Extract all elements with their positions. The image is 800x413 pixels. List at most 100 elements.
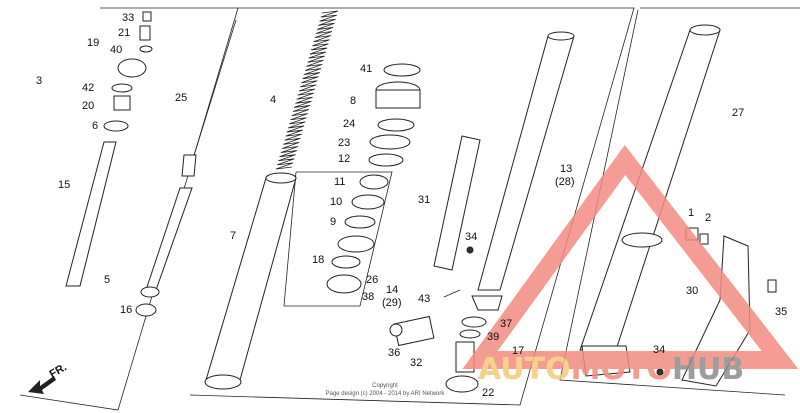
callout-22: 22 <box>482 387 494 399</box>
callout-30: 30 <box>686 285 698 297</box>
callout-24: 24 <box>343 118 355 130</box>
seal-38 <box>326 274 362 294</box>
callout-43: 43 <box>418 293 430 305</box>
bolt-35 <box>767 279 777 293</box>
ring-18 <box>331 255 361 269</box>
slider-band <box>621 232 663 248</box>
frame-main <box>189 7 635 406</box>
callout-17: 17 <box>512 345 524 357</box>
copyright-text: Page design (c) 2004 - 2014 by ARI Netwo… <box>326 391 446 397</box>
outer-tube-7 <box>205 177 297 381</box>
clip-24 <box>377 118 415 132</box>
seat-6 <box>103 120 129 132</box>
callout-3: 3 <box>36 75 42 87</box>
frame-inner <box>283 171 393 307</box>
dust-seal-body-8 <box>375 89 421 109</box>
axle-holder <box>471 295 503 311</box>
ring-5 <box>140 286 160 298</box>
callout-41: 41 <box>360 63 372 75</box>
callout-26: 26 <box>366 274 378 286</box>
callout-10: 10 <box>330 196 342 208</box>
callout-labels: 33 21 19 40 3 42 20 6 15 25 5 16 4 7 41 … <box>36 12 787 399</box>
callout-7: 7 <box>230 230 236 242</box>
right-parts <box>579 24 777 387</box>
cylinder-5 <box>145 187 193 291</box>
guard-31 <box>433 135 481 271</box>
watermark-moto: MOTO <box>571 352 672 387</box>
callout-25: 25 <box>175 92 187 104</box>
spacer-20 <box>113 95 131 111</box>
callout-4: 4 <box>270 94 276 106</box>
oring-42 <box>111 83 133 93</box>
callout-40: 40 <box>110 44 122 56</box>
callout-37: 37 <box>500 318 512 330</box>
clip-2 <box>699 233 709 245</box>
piece-16 <box>135 303 157 317</box>
watermark-auto: AUTO <box>478 352 571 387</box>
callout-19: 19 <box>87 37 99 49</box>
callout-34b: 34 <box>653 344 665 356</box>
bushing-11 <box>359 174 389 190</box>
callout-38: 38 <box>362 291 374 303</box>
callout-6: 6 <box>92 120 98 132</box>
bolt-33 <box>142 11 152 22</box>
tube-bottom-7 <box>204 374 242 390</box>
callout-28: (28) <box>555 176 575 188</box>
callout-20: 20 <box>82 100 94 112</box>
nut-36 <box>389 323 403 337</box>
bolt-43 <box>443 289 461 298</box>
frame-right <box>559 9 786 396</box>
valve-21 <box>139 25 151 41</box>
inner-tube-top <box>547 31 575 41</box>
callout-1: 1 <box>688 207 694 219</box>
callout-16: 16 <box>120 304 132 316</box>
rod-end-25 <box>181 154 197 177</box>
spring-4 <box>275 10 339 170</box>
callout-18: 18 <box>312 254 324 266</box>
bushing-10 <box>351 194 385 210</box>
callout-13: 13 <box>560 163 572 175</box>
seal-26 <box>337 235 375 253</box>
callout-36: 36 <box>388 347 400 359</box>
washer-9 <box>344 215 376 229</box>
arrow-icon <box>28 376 56 394</box>
callout-32: 32 <box>410 357 422 369</box>
tube-15 <box>65 141 117 287</box>
callout-11: 11 <box>334 176 345 188</box>
seal-parts <box>326 63 461 298</box>
spring-and-tube <box>204 10 339 390</box>
washer-12 <box>368 153 404 167</box>
callout-33: 33 <box>122 12 134 24</box>
callout-2: 2 <box>705 212 711 224</box>
cap-19 <box>117 58 147 78</box>
callout-29: (29) <box>382 297 402 309</box>
guard-30 <box>681 235 751 387</box>
callout-39: 39 <box>487 331 499 343</box>
rod-25 <box>191 19 237 163</box>
direction-label: FR. <box>48 361 69 380</box>
callout-12: 12 <box>338 153 350 165</box>
callout-31: 31 <box>418 194 430 206</box>
oil-seal-23 <box>369 134 411 150</box>
oring-39 <box>459 329 481 339</box>
left-parts <box>65 11 237 317</box>
tube-top-7 <box>265 172 297 184</box>
slider-top-27 <box>689 24 721 36</box>
callout-34: 34 <box>465 231 477 243</box>
front-direction-arrow: FR. <box>28 361 69 394</box>
watermark: AUTOMOTOHUB <box>462 144 799 387</box>
bolt-34 <box>466 246 474 254</box>
callout-23: 23 <box>338 137 350 149</box>
watermark-hub: HUB <box>672 352 744 387</box>
callout-9: 9 <box>330 216 336 228</box>
callout-42: 42 <box>82 82 94 94</box>
copyright-title: Copyright <box>372 383 398 389</box>
callout-15: 15 <box>58 179 70 191</box>
callout-8: 8 <box>350 95 356 107</box>
watermark-text: AUTOMOTOHUB <box>478 352 744 387</box>
callout-35: 35 <box>775 306 787 318</box>
cap-22 <box>445 375 479 393</box>
ring-41 <box>383 63 421 77</box>
callout-14: 14 <box>386 284 398 296</box>
